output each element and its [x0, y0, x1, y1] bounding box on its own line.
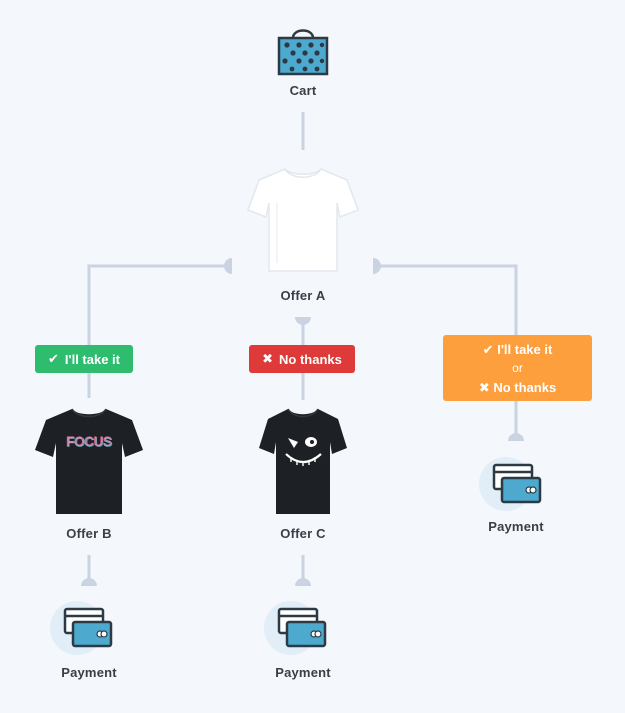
credit-card-icon — [479, 457, 542, 511]
decision-take-it-label: I'll take it — [64, 351, 121, 367]
decision-either-no-row: ✖ No thanks — [478, 380, 557, 395]
connector-offer-a-offer-b — [87, 264, 232, 398]
payment-left-label: Payment — [61, 665, 117, 680]
cross-icon: ✖ — [262, 351, 274, 366]
decision-either-or: or — [512, 361, 523, 375]
offer-a-label: Offer A — [280, 288, 326, 303]
offer-b-shirt-print-shadow: FOCUS — [67, 435, 113, 450]
offer-c-tshirt-image — [259, 408, 347, 514]
check-icon: ✔ — [482, 342, 494, 357]
cart-label: Cart — [289, 83, 317, 98]
credit-card-icon — [264, 601, 327, 655]
offer-b-shirt-print: FOCUS — [66, 434, 112, 449]
payment-middle-label: Payment — [275, 665, 331, 680]
credit-card-icon — [50, 601, 113, 655]
shopping-bag-icon — [277, 29, 329, 76]
anchor-offer-a-right — [373, 258, 381, 274]
anchor-payment-middle — [295, 578, 311, 586]
decision-either-take-row: ✔ I'll take it — [482, 342, 553, 357]
payment-right-label: Payment — [488, 519, 544, 534]
decision-no-thanks-label: No thanks — [279, 351, 342, 367]
anchor-offer-a-left — [224, 258, 232, 274]
anchor-offer-a-bottom — [295, 317, 311, 325]
offer-c-label: Offer C — [280, 526, 326, 541]
decision-either: ✔ I'll take it or ✖ No thanks — [443, 335, 592, 401]
cross-icon: ✖ — [478, 380, 490, 395]
offer-c-face-print — [285, 437, 322, 466]
check-icon: ✔ — [47, 351, 59, 366]
anchor-payment-left — [81, 578, 97, 586]
decision-take-it: ✔ I'll take it — [35, 345, 133, 373]
offer-b-label: Offer B — [66, 526, 112, 541]
offer-b-tshirt-image: FOCUS FOCUS — [35, 408, 143, 514]
anchor-payment-right — [508, 433, 524, 441]
decision-no-thanks: ✖ No thanks — [249, 345, 355, 373]
offer-a-tshirt-image — [247, 168, 359, 272]
